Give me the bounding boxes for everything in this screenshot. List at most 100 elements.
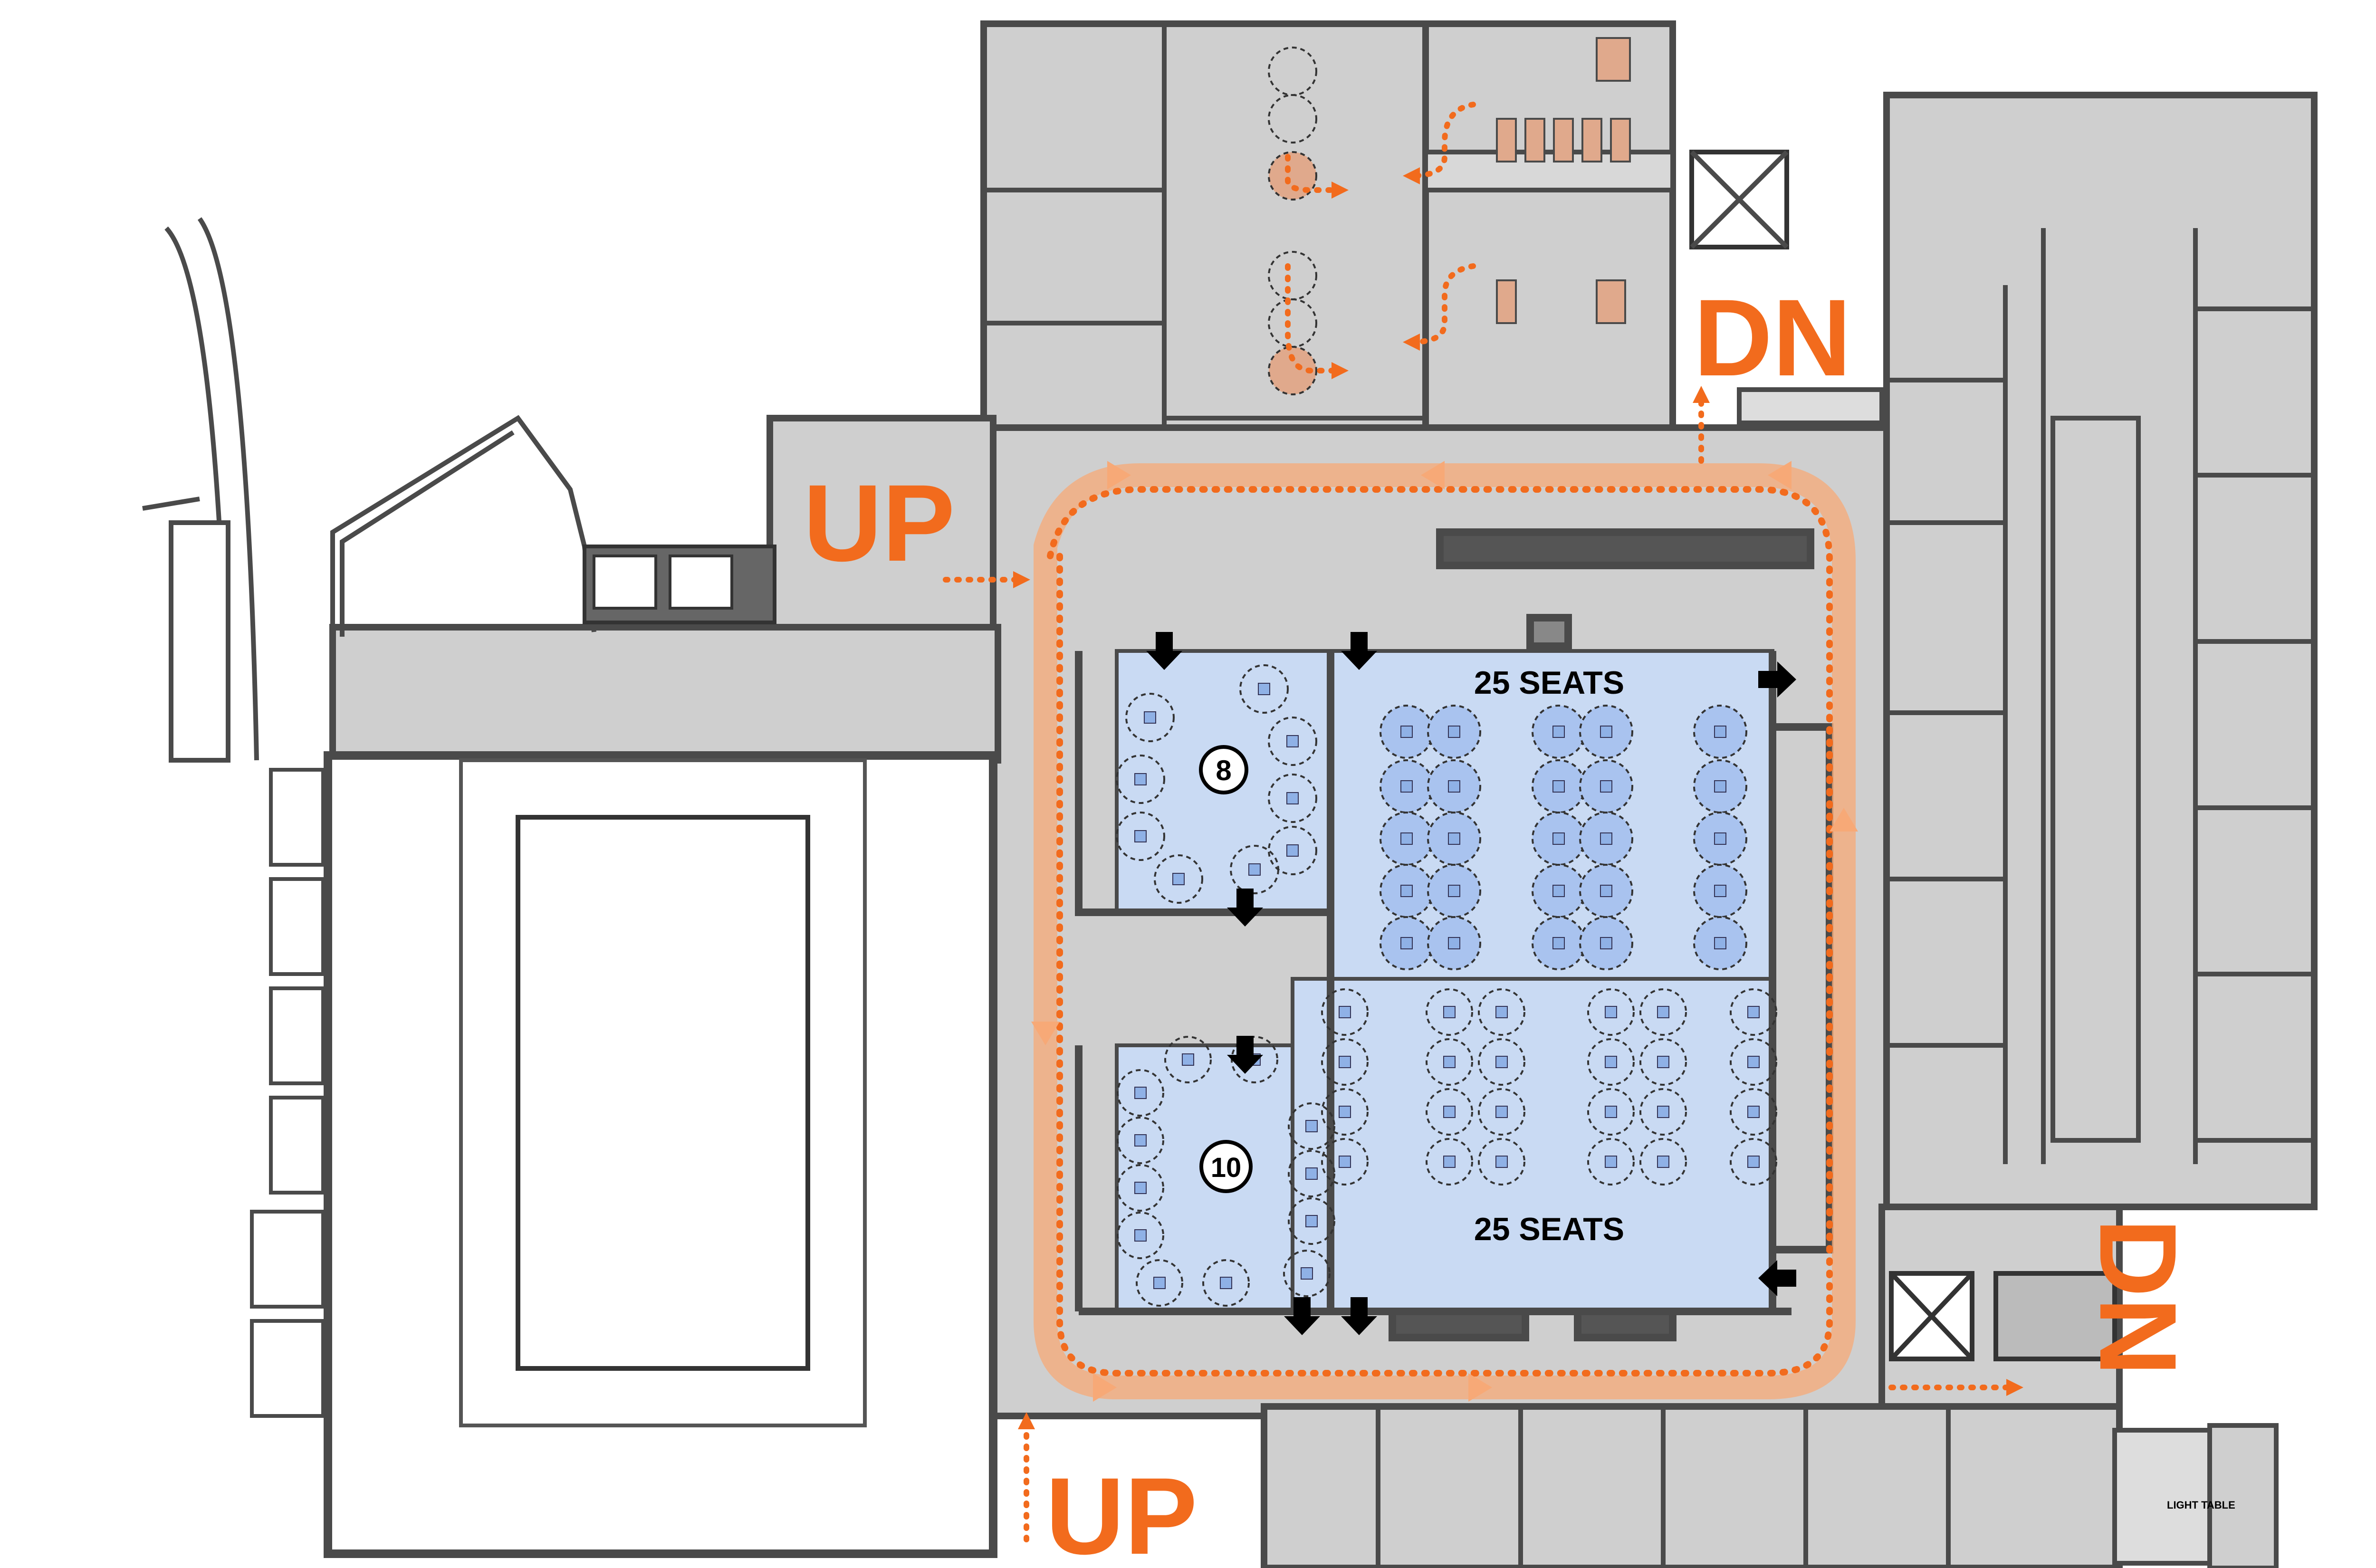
seat (1268, 774, 1317, 823)
seat (1478, 1088, 1525, 1136)
exit-arrow-icon (1227, 1036, 1263, 1074)
seat (1380, 916, 1434, 970)
seat (1730, 1038, 1777, 1086)
seat (1288, 1102, 1335, 1150)
seat (1427, 864, 1481, 918)
exit-arrow-icon (1341, 632, 1377, 670)
seat (1268, 151, 1317, 201)
seat (1532, 812, 1586, 866)
seat (1321, 1088, 1369, 1136)
seat (1116, 755, 1165, 804)
room-10-badge: 10 (1199, 1140, 1253, 1193)
seat (1380, 864, 1434, 918)
room-10-number: 10 (1211, 1152, 1242, 1183)
east-office-grid (1887, 228, 2314, 1164)
upper-stair-area (766, 415, 996, 631)
office-wing-east (1883, 92, 2318, 1210)
stair-dn-southeast (1889, 1271, 2117, 1361)
seat (1125, 693, 1175, 742)
seat (1427, 705, 1481, 759)
south-rooms (1261, 1403, 2123, 1568)
seat (1478, 1138, 1525, 1186)
seat (1579, 759, 1633, 813)
stair-dn-label-east: DN (2077, 1218, 2199, 1376)
seat (1426, 1138, 1473, 1186)
restroom-block-north (1422, 20, 1676, 431)
seat (1268, 94, 1317, 143)
seat (1136, 1259, 1183, 1307)
seats-label-upper: 25 SEATS (1474, 665, 1624, 701)
stair-up-label-north: UP (803, 462, 955, 584)
seat (1380, 759, 1434, 813)
south-room-partitions (1376, 1406, 2279, 1568)
exit-arrows (1146, 632, 1796, 1335)
seat (1730, 1138, 1777, 1186)
seat (1579, 916, 1633, 970)
route-loop-light (1034, 463, 1856, 1399)
seat (1239, 664, 1289, 714)
seat (1478, 988, 1525, 1036)
seat (1117, 1212, 1164, 1259)
seat (1202, 1259, 1250, 1307)
seat (1693, 812, 1747, 866)
seat (1532, 759, 1586, 813)
seat (1478, 1038, 1525, 1086)
north-partitions (984, 24, 1884, 428)
seat (1426, 1038, 1473, 1086)
seat (1730, 988, 1777, 1036)
seat (1117, 1164, 1164, 1212)
seat (1116, 812, 1165, 861)
seat (1579, 812, 1633, 866)
seat (1117, 1117, 1164, 1164)
seat (1283, 1250, 1331, 1297)
seat (1532, 705, 1586, 759)
circulation-route (943, 102, 2023, 1542)
seat (1427, 916, 1481, 970)
seat (1288, 1197, 1335, 1245)
seat (1639, 1138, 1687, 1186)
seat (1268, 717, 1317, 766)
seat (1288, 1150, 1335, 1197)
exit-arrow-icon (1146, 632, 1182, 670)
seat (1380, 705, 1434, 759)
seat (1579, 705, 1633, 759)
seat (1693, 864, 1747, 918)
seat (1587, 1038, 1635, 1086)
seat-layer (1116, 47, 1777, 1307)
restroom-fixtures (1496, 37, 1631, 324)
exit-arrow-icon (1284, 1297, 1320, 1335)
elevator-pair (583, 545, 776, 624)
seat (1532, 864, 1586, 918)
seat (1693, 705, 1747, 759)
stair-up-label-south: UP (1045, 1455, 1198, 1568)
curved-entrance (142, 217, 596, 763)
exit-arrow-icon (1758, 661, 1796, 698)
exit-arrow-icon (1341, 1297, 1377, 1335)
seat (1639, 1038, 1687, 1086)
classroom-lower (1291, 977, 1774, 1313)
seat (1427, 759, 1481, 813)
seat (1639, 1088, 1687, 1136)
office-block-north (980, 20, 1429, 431)
seat (1587, 988, 1635, 1036)
seat (1693, 916, 1747, 970)
seat (1587, 1088, 1635, 1136)
seat (1587, 1138, 1635, 1186)
light-table-label: LIGHT TABLE (2167, 1499, 2235, 1511)
seat (1380, 812, 1434, 866)
seat (1230, 845, 1279, 894)
seat (1268, 346, 1317, 395)
exit-arrow-icon (1758, 1260, 1796, 1296)
seat (1427, 812, 1481, 866)
seats-label-lower: 25 SEATS (1474, 1211, 1624, 1247)
seat (1693, 759, 1747, 813)
seat (1639, 988, 1687, 1036)
room-8-number: 8 (1216, 755, 1231, 786)
route-direction-arrows (1031, 461, 1858, 1402)
west-corridor (329, 624, 1001, 764)
gymnasium (324, 751, 997, 1558)
seat (1579, 864, 1633, 918)
bleacher-cells (250, 768, 325, 1418)
seat (1426, 1088, 1473, 1136)
